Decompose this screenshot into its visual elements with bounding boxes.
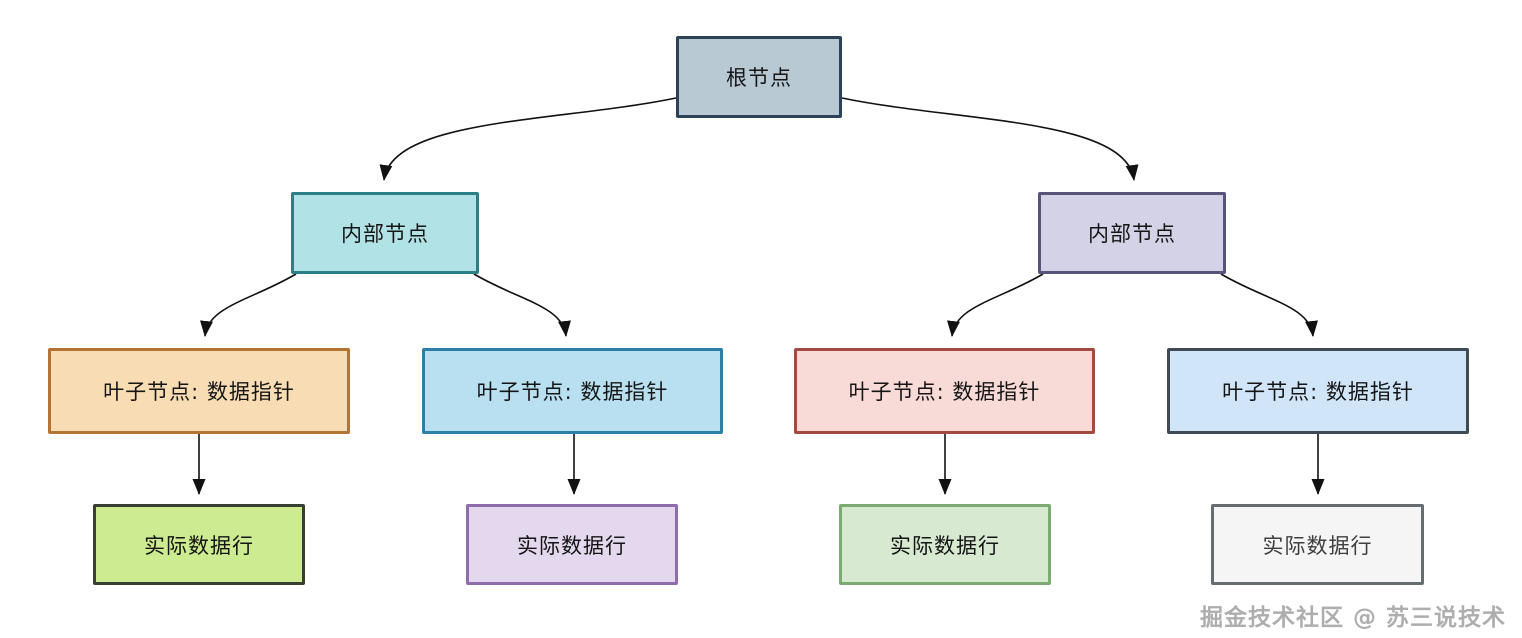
node-leaf-4: 叶子节点: 数据指针 <box>1167 348 1469 434</box>
edge-internal-right-leaf-3 <box>947 273 1044 337</box>
edge-internal-left-leaf-2 <box>473 273 571 337</box>
edge-internal-left-leaf-1 <box>200 273 297 337</box>
edge-root-internal-left <box>379 97 677 181</box>
node-leaf-2: 叶子节点: 数据指针 <box>422 348 723 434</box>
node-internal-right: 内部节点 <box>1038 192 1226 274</box>
node-data-row-4: 实际数据行 <box>1211 504 1424 585</box>
node-data-row-1: 实际数据行 <box>93 504 305 585</box>
node-leaf-1: 叶子节点: 数据指针 <box>48 348 350 434</box>
node-internal-left: 内部节点 <box>291 192 479 274</box>
node-data-row-2: 实际数据行 <box>466 504 678 585</box>
node-leaf-3: 叶子节点: 数据指针 <box>794 348 1095 434</box>
edge-root-internal-right <box>841 97 1139 181</box>
node-data-row-3: 实际数据行 <box>839 504 1051 585</box>
node-root: 根节点 <box>676 36 842 118</box>
edge-internal-right-leaf-4 <box>1220 273 1318 337</box>
watermark-text: 掘金技术社区 @ 苏三说技术 <box>1199 605 1506 631</box>
